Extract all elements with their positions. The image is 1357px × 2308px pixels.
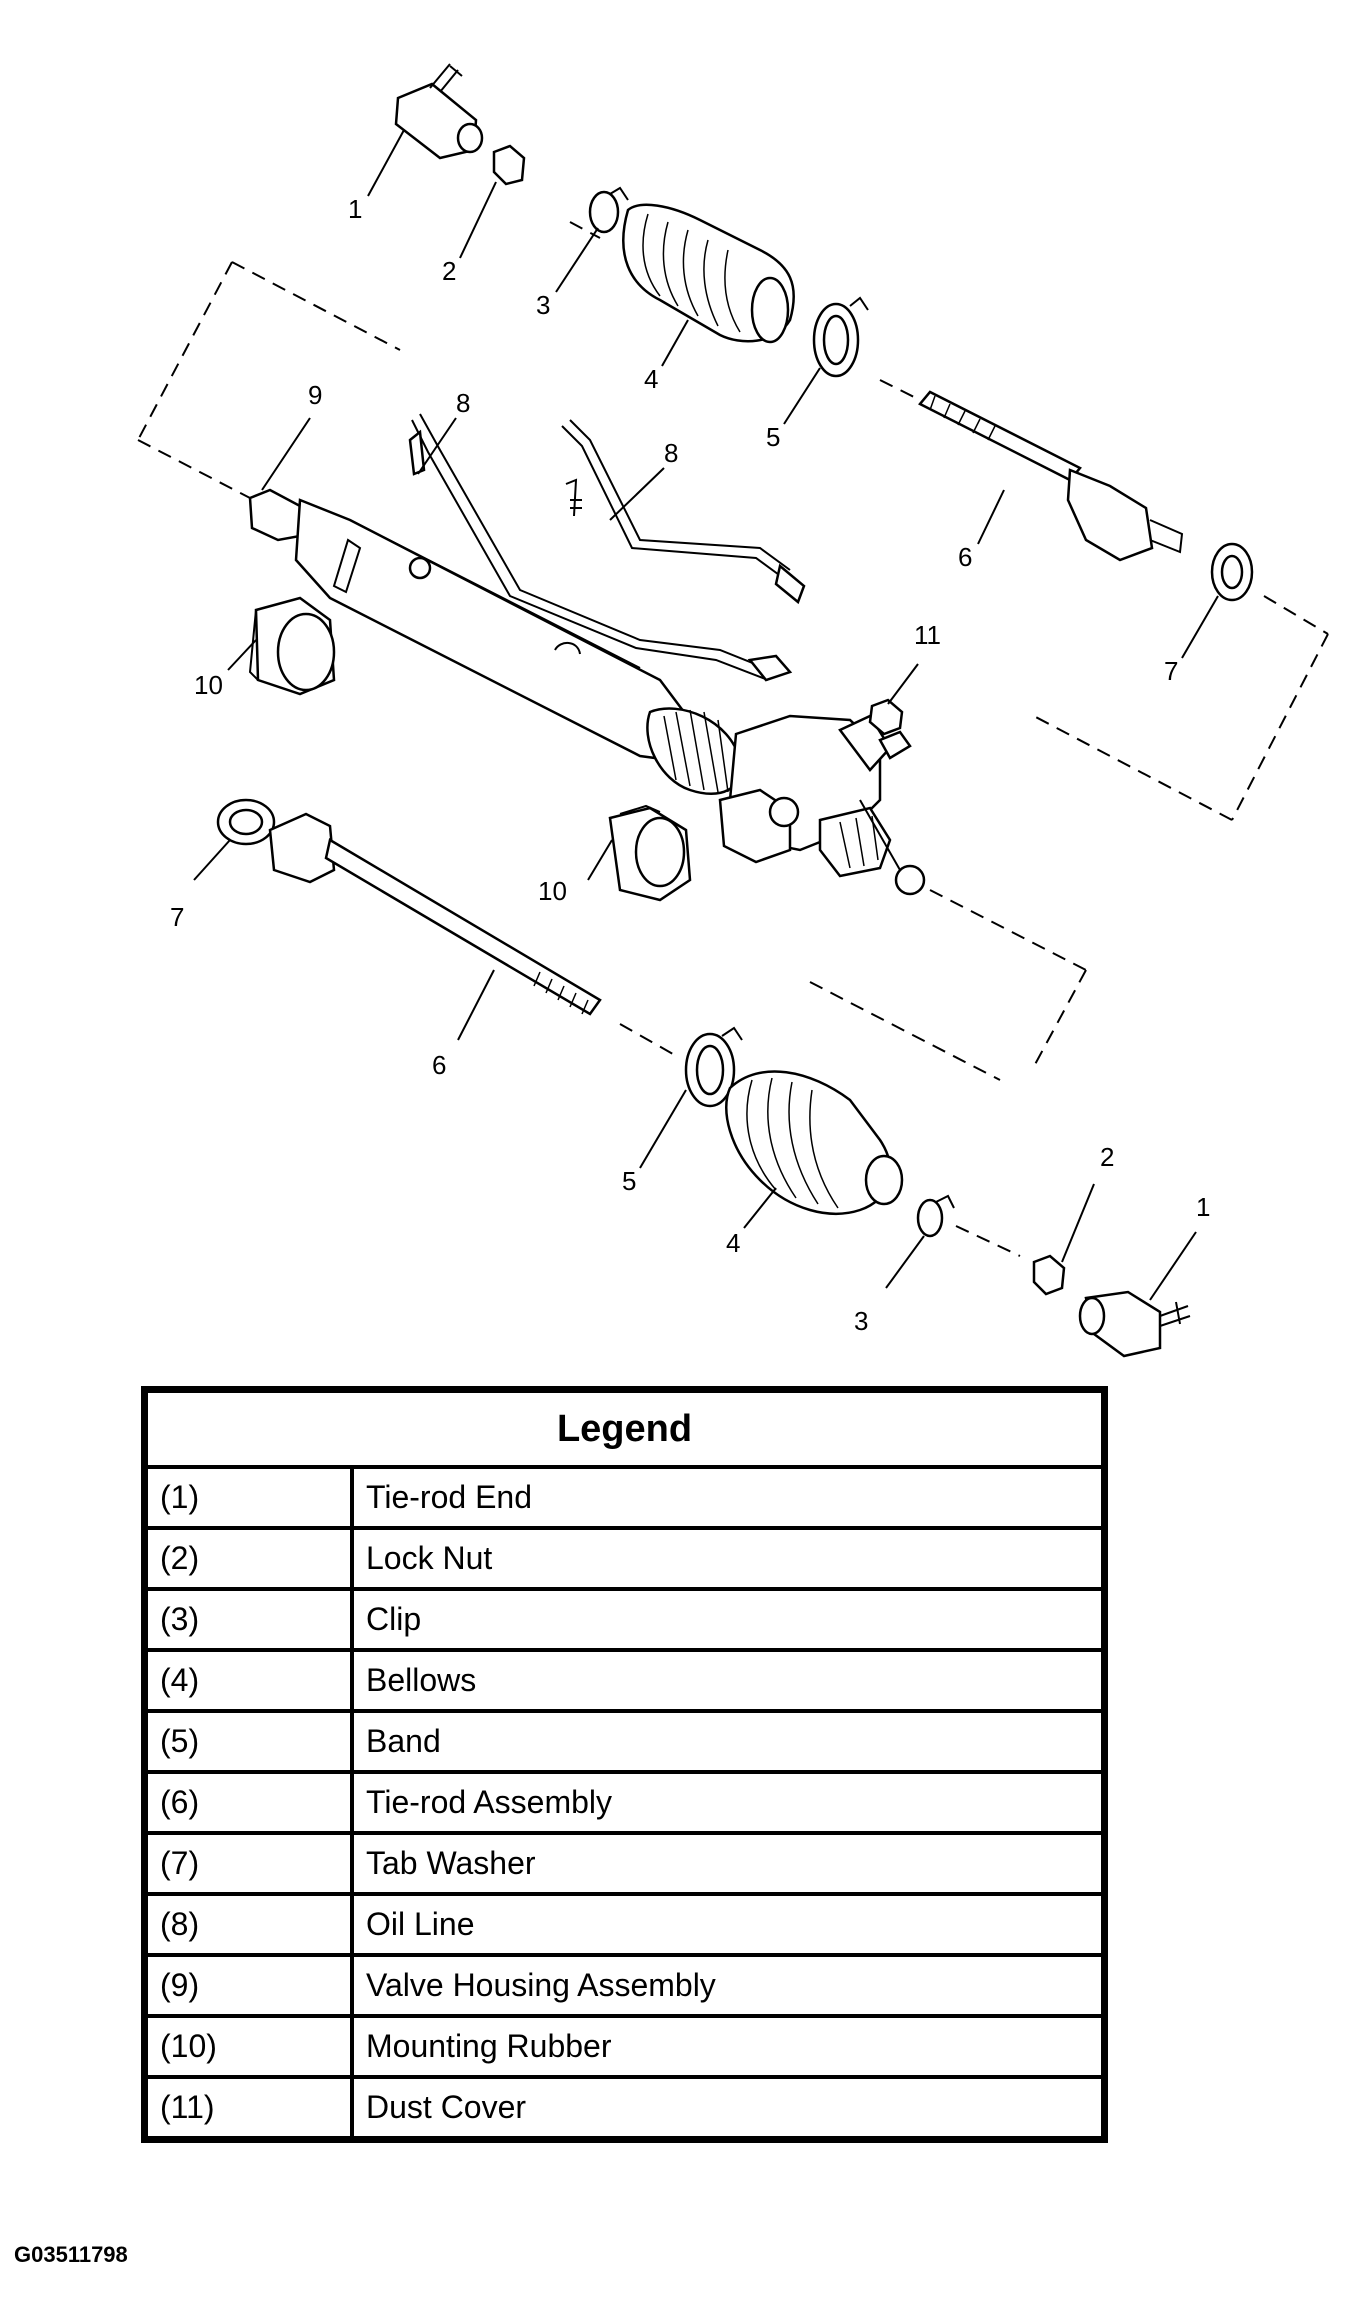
legend-row: (2)Lock Nut <box>142 1526 1107 1591</box>
legend-number: (6) <box>142 1770 354 1835</box>
valve-housing-assembly <box>718 714 926 896</box>
legend-row: (9)Valve Housing Assembly <box>142 1953 1107 2018</box>
legend-number: (5) <box>142 1709 354 1774</box>
legend-table: Legend (1)Tie-rod End (2)Lock Nut (3)Cli… <box>141 1386 1108 2143</box>
callout-7-left: 7 <box>170 902 184 932</box>
legend-row: (11)Dust Cover <box>142 2075 1107 2142</box>
legend-row: (4)Bellows <box>142 1648 1107 1713</box>
oil-line-left <box>408 413 793 682</box>
callout-5-bottom: 5 <box>622 1166 636 1196</box>
rack-housing <box>248 488 742 795</box>
legend-number: (1) <box>142 1465 354 1530</box>
mounting-rubber-left <box>248 596 336 696</box>
bellows-bottom <box>725 1070 904 1215</box>
legend-number: (9) <box>142 1953 354 2018</box>
callout-4-bottom: 4 <box>726 1228 740 1258</box>
lock-nut-bottom <box>1032 1254 1066 1296</box>
legend-row: (1)Tie-rod End <box>142 1465 1107 1530</box>
legend-number: (2) <box>142 1526 354 1591</box>
legend-number: (3) <box>142 1587 354 1652</box>
tie-rod-assembly-right <box>918 390 1184 562</box>
callout-3-bottom: 3 <box>854 1306 868 1336</box>
dust-cover <box>868 698 904 736</box>
callout-5-top: 5 <box>766 422 780 452</box>
steering-rack-exploded-diagram: 1 2 3 4 5 6 7 8 8 9 10 10 11 7 6 5 4 3 2… <box>137 63 1329 1358</box>
legend-number: (7) <box>142 1831 354 1896</box>
legend-label: Dust Cover <box>350 2075 1107 2142</box>
legend-label: Bellows <box>350 1648 1107 1713</box>
callout-6-right: 6 <box>958 542 972 572</box>
legend-row: (8)Oil Line <box>142 1892 1107 1957</box>
legend-row: (5)Band <box>142 1709 1107 1774</box>
legend-number: (8) <box>142 1892 354 1957</box>
callout-9: 9 <box>308 380 322 410</box>
oil-line-right <box>561 419 806 605</box>
legend-row: (3)Clip <box>142 1587 1107 1652</box>
bellows-top <box>622 203 795 344</box>
tab-washer-right <box>1210 542 1254 602</box>
mounting-rubber-mid <box>608 804 692 902</box>
legend-row: (7)Tab Washer <box>142 1831 1107 1896</box>
clip-top <box>588 186 629 234</box>
callout-2-top: 2 <box>442 256 456 286</box>
lock-nut-top <box>492 144 526 186</box>
legend-label: Tie-rod Assembly <box>350 1770 1107 1835</box>
callout-2-bottom: 2 <box>1100 1142 1114 1172</box>
legend-label: Tie-rod End <box>350 1465 1107 1530</box>
tie-rod-assembly-left <box>268 812 602 1016</box>
legend-title: Legend <box>142 1387 1107 1469</box>
callout-10-left: 10 <box>194 670 223 700</box>
band-bottom <box>684 1026 743 1108</box>
legend-row: (6)Tie-rod Assembly <box>142 1770 1107 1835</box>
callout-8-left: 8 <box>456 388 470 418</box>
legend-number: (11) <box>142 2075 354 2142</box>
callout-11: 11 <box>914 620 941 650</box>
legend-number: (10) <box>142 2014 354 2079</box>
legend-header-row: Legend <box>142 1387 1107 1469</box>
callout-8-right: 8 <box>664 438 678 468</box>
callout-7-right: 7 <box>1164 656 1178 686</box>
tab-washer-left <box>216 798 276 846</box>
callout-1-bottom: 1 <box>1196 1192 1210 1222</box>
legend-label: Band <box>350 1709 1107 1774</box>
legend-label: Lock Nut <box>350 1526 1107 1591</box>
legend-label: Tab Washer <box>350 1831 1107 1896</box>
legend-row: (10)Mounting Rubber <box>142 2014 1107 2079</box>
tie-rod-end-bottom <box>1078 1290 1191 1358</box>
tie-rod-end-top <box>394 63 484 160</box>
legend-label: Mounting Rubber <box>350 2014 1107 2079</box>
callout-10-mid: 10 <box>538 876 567 906</box>
legend-label: Valve Housing Assembly <box>350 1953 1107 2018</box>
callout-4-top: 4 <box>644 364 658 394</box>
band-top <box>812 296 869 378</box>
callout-1-top: 1 <box>348 194 362 224</box>
legend-label: Clip <box>350 1587 1107 1652</box>
clip-bottom <box>916 1194 955 1238</box>
callout-3-top: 3 <box>536 290 550 320</box>
callout-6-left: 6 <box>432 1050 446 1080</box>
legend-number: (4) <box>142 1648 354 1713</box>
figure-code: G03511798 <box>14 2242 128 2267</box>
legend-label: Oil Line <box>350 1892 1107 1957</box>
